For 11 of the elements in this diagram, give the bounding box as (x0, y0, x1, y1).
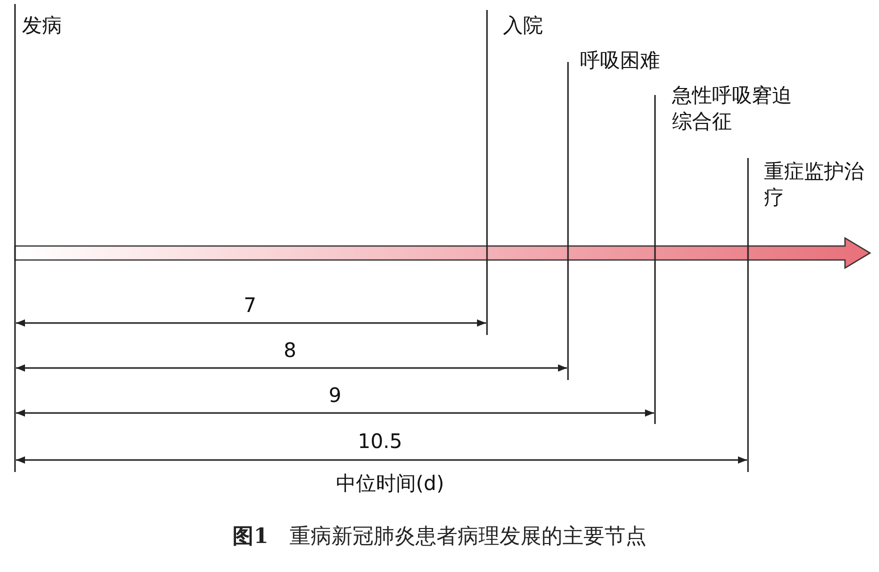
dimension-value: 8 (282, 337, 298, 363)
milestone-label: 急性呼吸窘迫综合征 (672, 82, 792, 134)
milestone-label: 发病 (22, 12, 63, 38)
figure-caption: 图1 重病新冠肺炎患者病理发展的主要节点 (232, 522, 648, 550)
dimension-value: 7 (242, 292, 258, 318)
milestone-label: 重症监护治疗 (764, 158, 865, 210)
dimension-value: 9 (328, 382, 342, 408)
milestone-label: 呼吸困难 (580, 47, 661, 73)
milestone-label: 入院 (503, 12, 544, 38)
dimension-value: 10.5 (356, 428, 404, 454)
axis-unit-label: 中位时间(d) (334, 470, 446, 496)
